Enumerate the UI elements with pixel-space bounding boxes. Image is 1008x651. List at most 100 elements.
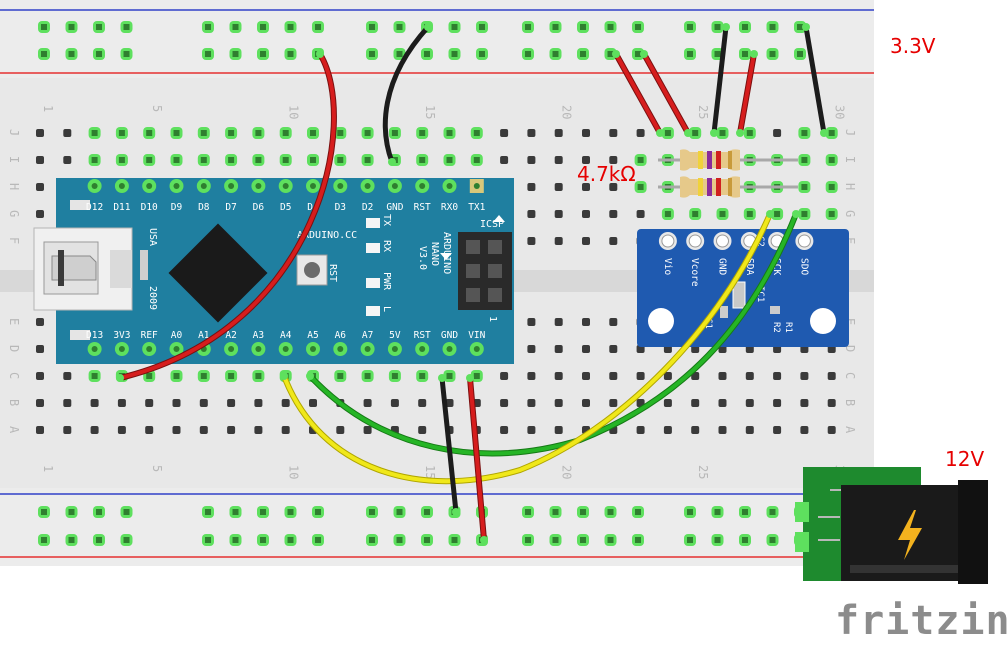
wire-end bbox=[316, 50, 324, 58]
nano-pad-core bbox=[282, 346, 289, 352]
breadboard-hole bbox=[554, 156, 563, 164]
nano-pad-core bbox=[228, 346, 235, 352]
nano-pad-core bbox=[118, 346, 125, 352]
nano-pad-core bbox=[255, 183, 262, 189]
nano-pad-core bbox=[255, 346, 262, 352]
nano-pad-core bbox=[118, 183, 125, 189]
breadboard-hole-core bbox=[525, 51, 531, 57]
breadboard-hole-core bbox=[419, 130, 426, 136]
breadboard-hole bbox=[500, 156, 509, 164]
breadboard-hole-core bbox=[200, 373, 207, 379]
breadboard-hole-core bbox=[552, 51, 559, 57]
nano-pin-label-top: RST bbox=[414, 202, 431, 213]
breadboard-hole-core bbox=[801, 130, 808, 136]
wire-endpoints bbox=[116, 23, 828, 544]
breadboard-hole-core bbox=[742, 51, 748, 57]
breadboard-hole-core bbox=[580, 24, 586, 30]
fritzing-logo: fritzing bbox=[835, 598, 1008, 644]
breadboard-hole bbox=[827, 426, 836, 434]
breadboard-hole-core bbox=[123, 509, 130, 515]
breadboard-hole-core bbox=[801, 211, 808, 217]
nano-pin-label-bottom: 5V bbox=[389, 330, 401, 341]
sensor-pad-hole bbox=[661, 234, 675, 248]
breadboard-hole bbox=[63, 156, 72, 164]
breadboard-hole bbox=[663, 372, 672, 380]
breadboard-hole bbox=[445, 399, 454, 407]
column-number: 1 bbox=[41, 105, 55, 112]
breadboard-hole bbox=[145, 399, 154, 407]
sensor-pad-hole bbox=[716, 234, 729, 248]
breadboard-hole-core bbox=[479, 51, 485, 57]
breadboard-hole-core bbox=[205, 537, 211, 543]
breadboard-hole bbox=[663, 399, 672, 407]
nano-pin-label-top: D5 bbox=[280, 202, 291, 213]
nano-pin-label-top: TX1 bbox=[468, 202, 485, 213]
nano-pin-label-bottom: A1 bbox=[198, 330, 210, 341]
column-number: 20 bbox=[560, 465, 574, 479]
breadboard-hole-core bbox=[255, 373, 262, 379]
breadboard-hole-core bbox=[797, 51, 803, 57]
breadboard-hole bbox=[773, 399, 782, 407]
breadboard-hole-core bbox=[607, 537, 614, 543]
breadboard-hole-core bbox=[68, 24, 75, 30]
breadboard-hole-core bbox=[714, 51, 721, 57]
breadboard-hole bbox=[636, 129, 645, 137]
breadboard-hole bbox=[609, 183, 618, 191]
wire-black-vin-gnd bbox=[439, 375, 459, 515]
breadboard-hole-core bbox=[96, 51, 102, 57]
breadboard-rail-top bbox=[0, 0, 874, 78]
breadboard-hole-core bbox=[719, 130, 726, 136]
breadboard-hole bbox=[363, 399, 372, 407]
nano-pin-label-bottom: VIN bbox=[468, 330, 485, 341]
breadboard-hole-core bbox=[310, 157, 316, 163]
breadboard-hole bbox=[554, 345, 563, 353]
breadboard-hole-core bbox=[451, 51, 458, 57]
nano-pad-core bbox=[200, 183, 207, 189]
wire-end bbox=[424, 23, 432, 31]
breadboard-hole bbox=[691, 426, 700, 434]
breadboard-hole-core bbox=[607, 509, 614, 515]
breadboard-hole bbox=[527, 237, 536, 245]
breadboard-hole-core bbox=[742, 537, 748, 543]
wire-end bbox=[480, 536, 488, 544]
breadboard-hole bbox=[36, 399, 44, 407]
breadboard-hole bbox=[500, 426, 509, 434]
breadboard-hole-core bbox=[205, 509, 211, 515]
breadboard-hole bbox=[500, 372, 509, 380]
breadboard-hole-core bbox=[369, 537, 375, 543]
breadboard-hole-core bbox=[479, 24, 485, 30]
nano-pad-core bbox=[146, 346, 153, 352]
breadboard-hole bbox=[36, 129, 44, 137]
breadboard-hole-core bbox=[828, 157, 835, 163]
row-letter: F bbox=[7, 237, 21, 244]
column-numbers: 115510101515202025253030 bbox=[41, 105, 847, 479]
row-letter: H bbox=[7, 183, 21, 190]
nano-led-label-rx: RX bbox=[381, 240, 392, 252]
nano-pad-core bbox=[364, 183, 371, 189]
wire-black-gnd bbox=[382, 24, 431, 165]
breadboard-hole bbox=[90, 426, 99, 434]
breadboard-hole-core bbox=[173, 373, 180, 379]
row-letter: E bbox=[7, 318, 21, 325]
sensor-part-r1: R1 bbox=[783, 322, 793, 333]
breadboard-hole bbox=[254, 399, 263, 407]
wire-end bbox=[466, 374, 474, 382]
breadboard-hole-core bbox=[687, 51, 693, 57]
breadboard-hole-core bbox=[525, 24, 531, 30]
breadboard-hole-core bbox=[552, 24, 559, 30]
wire-end bbox=[656, 129, 664, 137]
breadboard-hole-core bbox=[173, 130, 180, 136]
wire-end bbox=[306, 372, 314, 380]
breadboard-hole bbox=[199, 426, 208, 434]
supply-33v-label: 3.3V bbox=[890, 34, 936, 58]
row-letter: E bbox=[843, 318, 857, 325]
sensor-part-r2: R2 bbox=[771, 322, 781, 333]
breadboard-hole-core bbox=[473, 157, 480, 163]
breadboard-hole bbox=[281, 399, 290, 407]
breadboard-hole-core bbox=[687, 509, 693, 515]
column-number: 25 bbox=[696, 465, 710, 479]
row-letter: H bbox=[843, 183, 857, 190]
breadboard-hole-core bbox=[232, 24, 239, 30]
breadboard-hole bbox=[527, 210, 536, 218]
sensor-pin-label: SDA bbox=[744, 258, 755, 275]
